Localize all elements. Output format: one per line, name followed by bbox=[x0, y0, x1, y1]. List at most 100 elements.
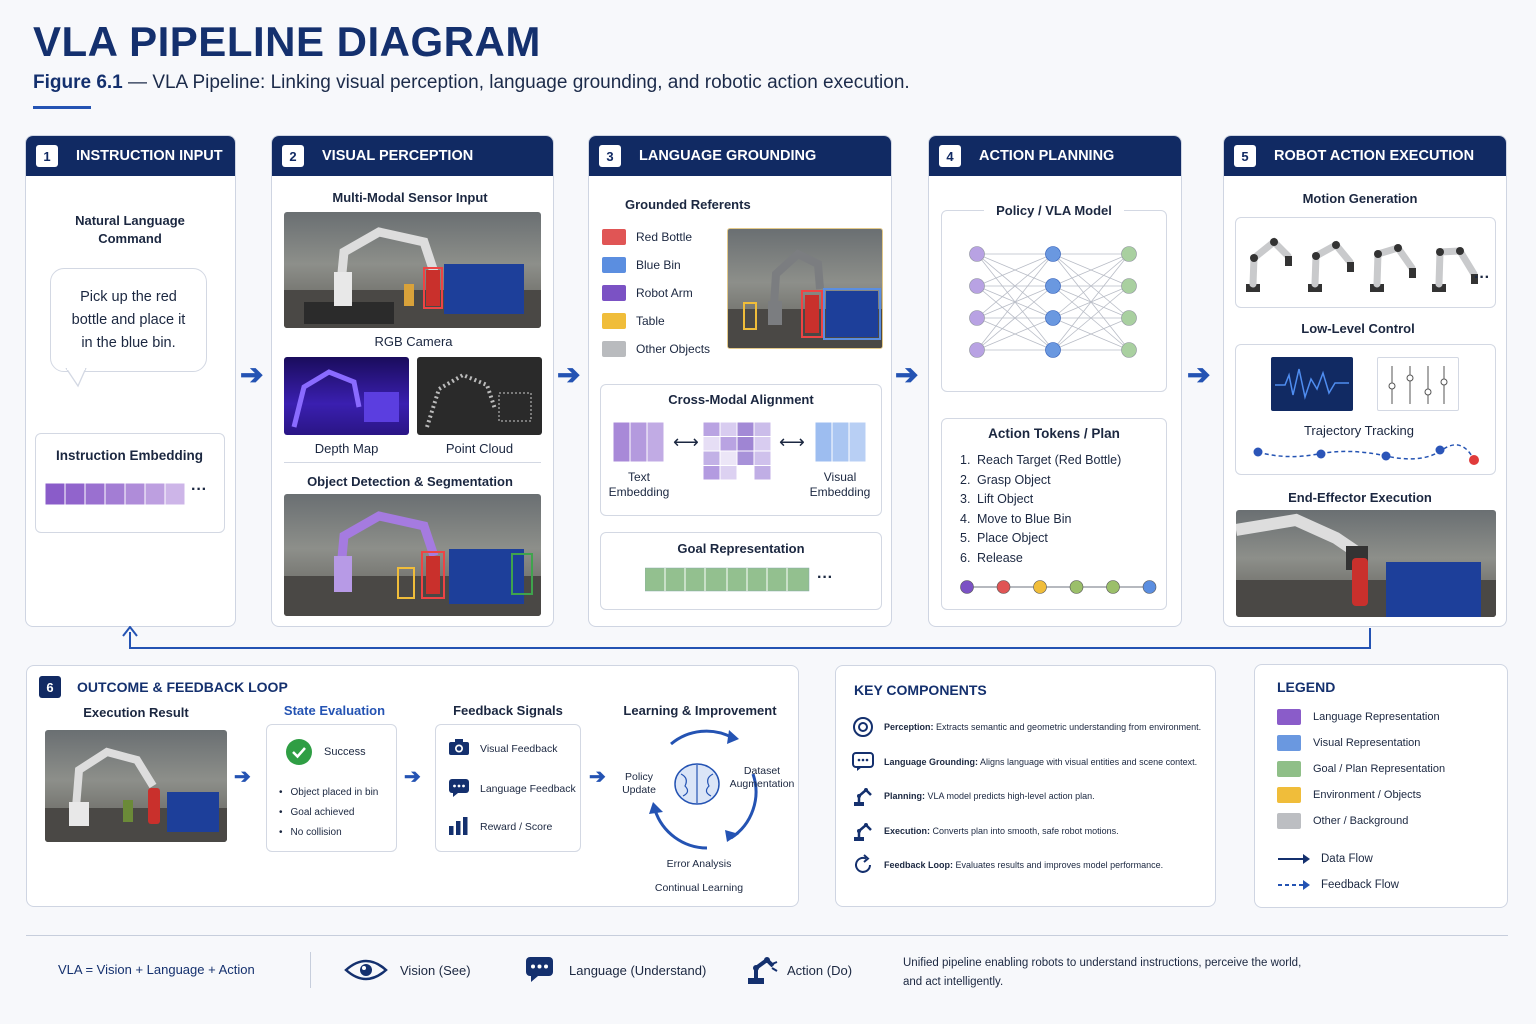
key-component-item: Feedback Loop: Evaluates results and imp… bbox=[884, 860, 1163, 870]
plan-step-number: 4. bbox=[960, 511, 971, 526]
visual-embedding-label: Visual Embedding bbox=[809, 470, 871, 499]
flow-arrow-1: ➔ bbox=[240, 359, 264, 390]
camera-icon bbox=[449, 739, 469, 755]
trajectory-path bbox=[1253, 444, 1479, 465]
nn-edge bbox=[976, 285, 1054, 351]
legend-label: Environment / Objects bbox=[1313, 789, 1422, 801]
instruction-text: Pick up the red bottle and place it in t… bbox=[71, 289, 186, 351]
detection-label: Object Detection & Segmentation bbox=[307, 474, 513, 489]
step-number: 5 bbox=[1234, 145, 1256, 167]
end-effector-illustration bbox=[1236, 513, 1496, 617]
flow-arrow: ➔ bbox=[589, 766, 606, 788]
footer-separator bbox=[310, 952, 311, 988]
learning-label: Learning & Improvement bbox=[623, 703, 777, 718]
divider bbox=[284, 462, 541, 463]
data-flow-arrow-icon bbox=[1278, 854, 1310, 864]
key-component-item: Planning: VLA model predicts high-level … bbox=[884, 791, 1095, 801]
eye-icon bbox=[344, 959, 388, 981]
alignment-visual: ⟷ ⟷ bbox=[612, 421, 867, 481]
plan-step: 5. Place Object bbox=[960, 531, 1048, 545]
key-component-item: Execution: Converts plan into smooth, sa… bbox=[884, 826, 1119, 836]
panel-title: ACTION PLANNING bbox=[979, 148, 1115, 164]
speech-bubble bbox=[50, 268, 207, 372]
grounding-image bbox=[727, 228, 883, 349]
legend-label: Goal / Plan Representation bbox=[1313, 763, 1446, 775]
sliders-icon bbox=[1388, 366, 1448, 404]
svg-text:⟷: ⟷ bbox=[779, 432, 805, 453]
plan-step-text: Reach Target (Red Bottle) bbox=[977, 453, 1122, 467]
nn-node bbox=[1121, 246, 1137, 262]
point-cloud-image bbox=[417, 357, 542, 435]
motion-sequence-illustration bbox=[1246, 237, 1478, 292]
nn-node bbox=[1045, 278, 1061, 294]
detection-image bbox=[284, 494, 541, 616]
point-cloud-illustration bbox=[425, 372, 532, 428]
bar-chart-icon bbox=[449, 817, 468, 835]
policy-box bbox=[941, 210, 1167, 392]
robot-arm-icon bbox=[854, 788, 872, 806]
result-scene-illustration bbox=[45, 747, 227, 842]
alignment-cell bbox=[736, 421, 755, 437]
ellipsis: ··· bbox=[817, 569, 833, 586]
alignment-cell bbox=[719, 421, 738, 437]
panel-title: INSTRUCTION INPUT bbox=[76, 148, 223, 164]
plan-step: 4.Move to Blue Bin bbox=[960, 512, 1072, 526]
nn-node bbox=[969, 278, 985, 294]
policy-update-label: Policy Update bbox=[622, 771, 656, 796]
alignment-cell bbox=[736, 450, 755, 466]
cross-modal-label: Cross-Modal Alignment bbox=[668, 392, 814, 407]
action-token bbox=[1142, 580, 1157, 594]
nn-edge bbox=[976, 253, 1054, 287]
bullet-dot: • bbox=[279, 807, 283, 818]
nn-edge bbox=[976, 253, 1054, 319]
data-flow-label: Data Flow bbox=[1321, 853, 1373, 865]
action-token bbox=[1106, 580, 1120, 594]
alignment-cell bbox=[702, 421, 721, 437]
step-number: 3 bbox=[599, 145, 621, 167]
success-text: Success bbox=[324, 746, 366, 758]
learning-cycle-diagram bbox=[649, 729, 758, 850]
nn-node bbox=[1045, 342, 1061, 358]
controller-sliders bbox=[1377, 357, 1459, 411]
reward-score-text: Reward / Score bbox=[480, 821, 553, 833]
plan-step-number: 2. bbox=[960, 472, 971, 487]
legend-title: LEGEND bbox=[1277, 679, 1336, 695]
referent-label: Other Objects bbox=[636, 342, 711, 356]
chat-icon bbox=[526, 957, 553, 982]
alignment-cell bbox=[719, 450, 738, 466]
key-component-desc: Aligns language with visual entities and… bbox=[978, 756, 1198, 767]
panel-title: OUTCOME & FEEDBACK LOOP bbox=[77, 679, 288, 695]
embedding-label: Instruction Embedding bbox=[56, 448, 203, 463]
action-token bbox=[1033, 580, 1047, 594]
footer-divider bbox=[26, 935, 1508, 936]
waveform-icon bbox=[1275, 368, 1349, 400]
robot-pose bbox=[1370, 243, 1416, 292]
depth-map-illustration bbox=[291, 369, 399, 428]
key-component-item: Language Grounding: Aligns language with… bbox=[884, 757, 1197, 767]
plan-step-number: 5. bbox=[960, 531, 971, 545]
figure-dash: — bbox=[122, 72, 153, 93]
key-components-title: KEY COMPONENTS bbox=[854, 682, 987, 698]
nn-node bbox=[969, 310, 985, 326]
language-feedback-text: Language Feedback bbox=[480, 783, 576, 795]
alignment-cell bbox=[753, 465, 772, 481]
key-component-desc: Evaluates results and improves model per… bbox=[953, 860, 1164, 870]
plan-step: 2.Grasp Object bbox=[960, 473, 1051, 487]
motion-label: Motion Generation bbox=[1302, 191, 1418, 206]
plan-step-text: Place Object bbox=[977, 531, 1048, 545]
check-icon bbox=[286, 739, 312, 765]
action-tokens-box bbox=[941, 418, 1167, 610]
plan-step-number: 3. bbox=[960, 492, 971, 506]
signal-monitor bbox=[1271, 357, 1353, 411]
instruction-embedding-vector bbox=[45, 482, 186, 506]
bullet-dot: • bbox=[279, 787, 283, 798]
key-component-term: Perception: bbox=[884, 722, 934, 732]
llc-label: Low-Level Control bbox=[1301, 321, 1415, 336]
key-component-term: Feedback Loop: bbox=[884, 860, 954, 870]
plan-step-number: 6. bbox=[960, 550, 971, 565]
